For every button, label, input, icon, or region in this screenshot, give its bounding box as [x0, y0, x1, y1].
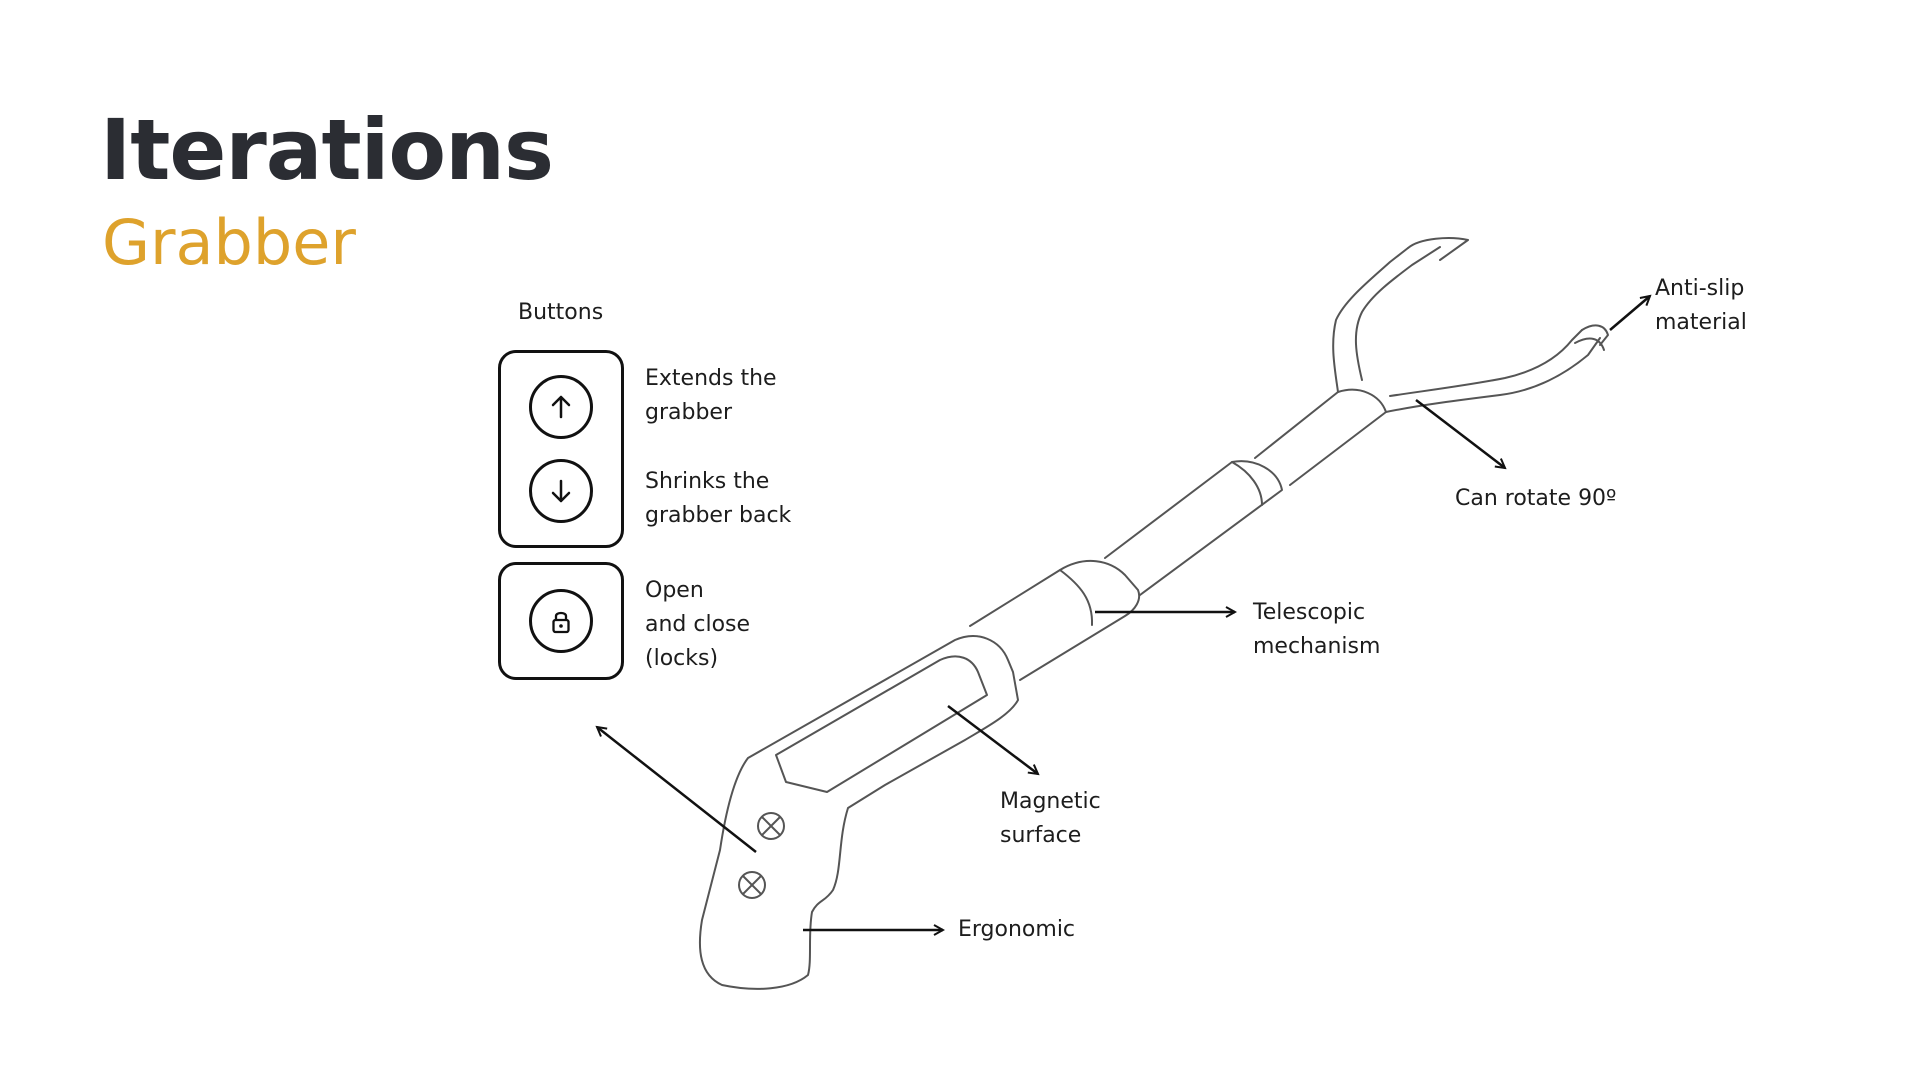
shrink-description: Shrinks the grabber back [645, 465, 791, 533]
telescopic-line-1: Telescopic [1253, 600, 1366, 625]
lock-icon [552, 611, 570, 634]
ergonomic-label: Ergonomic [958, 913, 1075, 947]
page-subtitle: Grabber [102, 206, 356, 279]
telescopic-line-2: mechanism [1253, 634, 1381, 659]
magnetic-arrow [947, 705, 1038, 774]
lock-line-3: (locks) [645, 646, 719, 671]
anti-slip-line-1: Anti-slip [1655, 276, 1745, 301]
extend-line-2: grabber [645, 400, 733, 425]
annotation-arrows [597, 296, 1650, 930]
fork-left [1332, 247, 1409, 393]
telescopic-label: Telescopic mechanism [1253, 596, 1380, 664]
anti-slip-label: Anti-slip material [1655, 272, 1747, 340]
extend-button[interactable] [529, 375, 593, 439]
lock-button-panel [498, 562, 624, 680]
extend-line-1: Extends the [645, 366, 777, 391]
shrink-line-2: grabber back [645, 503, 792, 528]
magnetic-line-1: Magnetic [1000, 789, 1101, 814]
grabber-handle [698, 635, 1019, 990]
magnetic-line-2: surface [1000, 823, 1082, 848]
arrow-up-icon [551, 395, 571, 419]
arrow-buttons-panel [498, 350, 624, 548]
rotate-line-1: Can rotate 90º [1455, 486, 1617, 511]
shaft-section-1 [969, 559, 1141, 681]
buttons-heading: Buttons [518, 300, 604, 325]
shaft-section-3 [1254, 388, 1387, 486]
shaft-section-2 [1104, 460, 1283, 596]
rotate-arrow [1415, 399, 1505, 468]
shrink-line-1: Shrinks the [645, 469, 770, 494]
magnetic-plate [775, 655, 988, 793]
grabber-drawing [698, 237, 1609, 990]
fork-right [1385, 337, 1601, 413]
rotate-label: Can rotate 90º [1455, 482, 1616, 516]
shrink-button[interactable] [529, 459, 593, 523]
magnetic-label: Magnetic surface [1000, 785, 1101, 853]
grip-button-1 [757, 812, 785, 840]
arrow-down-icon [551, 479, 571, 503]
buttons-arrow [597, 727, 757, 853]
anti-slip-arrow [1609, 296, 1650, 331]
page-title: Iterations [100, 101, 554, 199]
ergonomic-line-1: Ergonomic [958, 917, 1076, 942]
lock-button[interactable] [529, 589, 593, 653]
anti-slip-line-2: material [1655, 310, 1747, 335]
grip-button-2 [738, 871, 766, 899]
lock-description: Open and close (locks) [645, 574, 750, 676]
lock-line-1: Open [645, 578, 704, 603]
extend-description: Extends the grabber [645, 362, 777, 430]
lock-line-2: and close [645, 612, 751, 637]
